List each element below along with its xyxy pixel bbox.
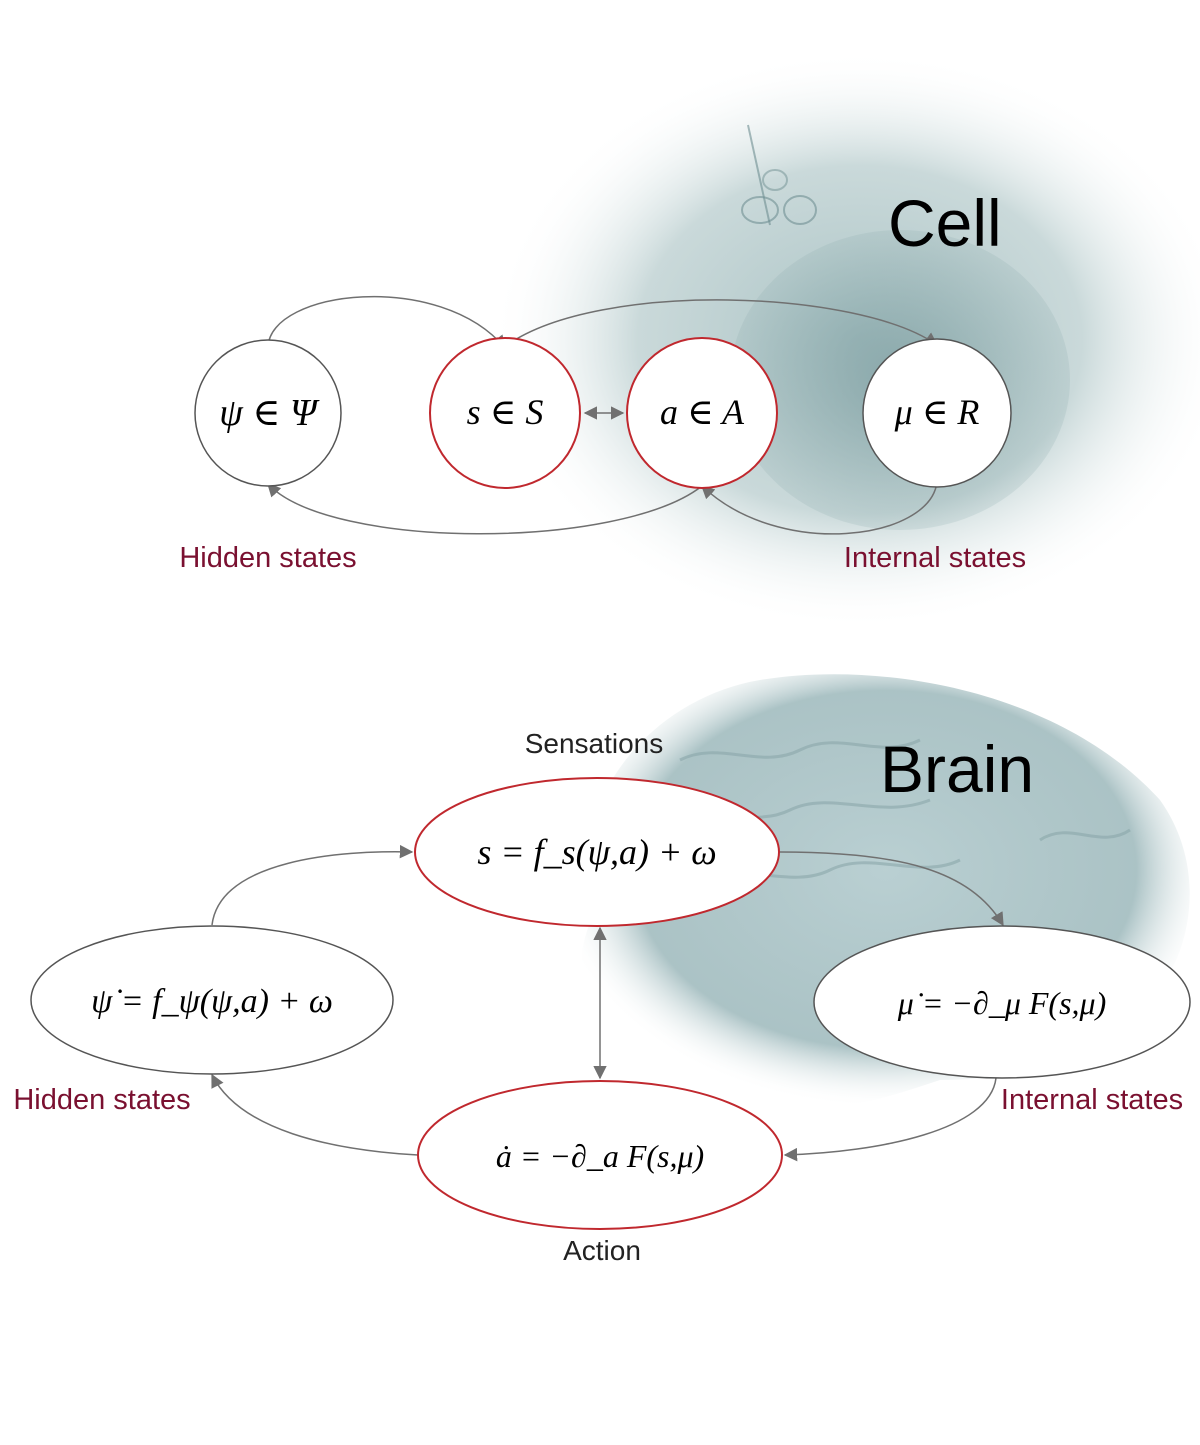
- brain-arrow-sensory-to-internal: [779, 851, 1004, 927]
- cell-arrow-active-to-hidden: [267, 483, 703, 535]
- cell-node-internal: μ ∈ R: [862, 338, 1012, 488]
- brain-action-label: Action: [563, 1235, 641, 1266]
- cell-title: Cell: [888, 186, 1002, 260]
- brain-arrow-internal-to-active: [783, 1077, 997, 1162]
- brain-node-active: ȧ = −∂_a F(s,μ): [417, 1080, 783, 1230]
- brain-node-hidden-label: ψ̇ = f_ψ(ψ,a) + ω: [91, 983, 333, 1020]
- brain-node-active-label: ȧ = −∂_a F(s,μ): [496, 1138, 704, 1174]
- cell-node-internal-label: μ ∈ R: [894, 392, 980, 432]
- cell-node-active-label: a ∈ A: [660, 392, 745, 432]
- cell-arrow-internal-to-active: [701, 481, 938, 535]
- brain-arrow-active-to-hidden: [211, 1073, 419, 1156]
- brain-node-sensory-label: s = f_s(ψ,a) + ω: [477, 832, 716, 872]
- brain-hidden-states-label: Hidden states: [13, 1084, 190, 1116]
- brain-node-sensory: s = f_s(ψ,a) + ω: [414, 777, 780, 927]
- brain-node-hidden: ψ̇ = f_ψ(ψ,a) + ω: [30, 925, 394, 1075]
- brain-node-internal: μ̇ = −∂_μ F(s,μ): [813, 925, 1191, 1079]
- brain-title: Brain: [880, 732, 1034, 806]
- brain-node-internal-label: μ̇ = −∂_μ F(s,μ): [897, 985, 1107, 1021]
- cell-internal-states-label: Internal states: [844, 542, 1026, 574]
- brain-internal-states-label: Internal states: [1001, 1084, 1183, 1116]
- cell-hidden-states-label: Hidden states: [179, 542, 356, 574]
- brain-sensations-label: Sensations: [525, 728, 664, 759]
- cell-node-hidden: ψ ∈ Ψ: [194, 339, 342, 487]
- cell-node-hidden-label: ψ ∈ Ψ: [219, 392, 320, 434]
- cell-node-sensory: s ∈ S: [429, 337, 581, 489]
- cell-node-sensory-label: s ∈ S: [467, 392, 544, 432]
- brain-arrow-hidden-to-sensory: [211, 844, 414, 926]
- cell-arrow-sensory-to-internal: [506, 299, 939, 346]
- cell-arrow-hidden-to-sensory: [267, 295, 506, 350]
- cell-node-active: a ∈ A: [626, 337, 778, 489]
